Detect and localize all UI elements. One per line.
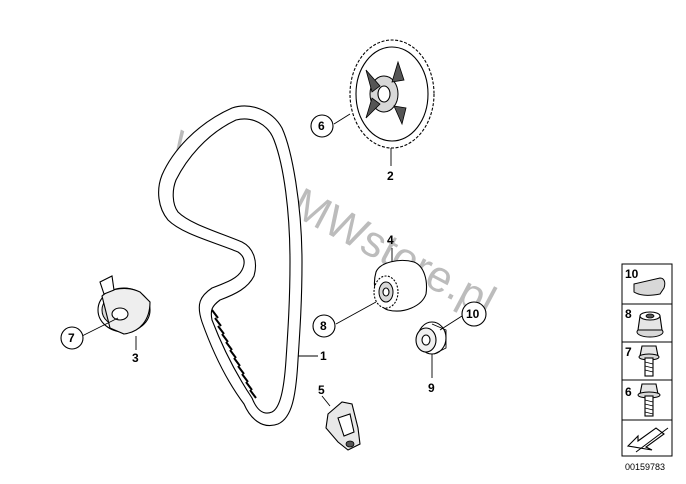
camshaft-sprocket[interactable] (349, 39, 435, 149)
callout-circle-10 (461, 301, 487, 327)
callout-circle-8 (312, 314, 336, 338)
callout-camshaft-sprocket: 2 (387, 169, 394, 183)
legend-number-7: 7 (625, 345, 632, 359)
washer-part[interactable] (415, 321, 447, 355)
callout-labels: 1 2 3 4 5 9 6 7 8 10 (60, 114, 487, 397)
legend-number-6: 6 (625, 385, 632, 399)
key-icon (633, 277, 666, 296)
bracket-part[interactable] (325, 401, 361, 451)
callout-circle-idler: 8 (320, 319, 327, 333)
bolt-icon (637, 383, 661, 417)
callout-circle-tensioner: 7 (68, 331, 75, 345)
leader-lines (81, 113, 463, 407)
legend-number-8: 8 (625, 307, 632, 321)
callout-tensioner: 3 (132, 351, 139, 365)
flange-nut-icon (636, 311, 664, 338)
callout-idler: 4 (387, 233, 394, 247)
bolt-icon (638, 345, 660, 377)
callout-bracket: 5 (318, 383, 325, 397)
fastener-legend: 10 8 7 6 00159783 (621, 263, 673, 472)
timing-belt[interactable] (158, 105, 303, 426)
legend-number-10: 10 (625, 267, 639, 281)
callout-circle-sprocket: 6 (318, 119, 325, 133)
callout-belt: 1 (320, 349, 327, 363)
arrow-icon (626, 427, 665, 451)
callout-washer: 9 (428, 381, 435, 395)
callout-circle-6 (310, 114, 334, 138)
reference-number: 00159783 (625, 462, 665, 472)
idler-pulley[interactable] (373, 259, 428, 312)
callout-circle-7 (60, 326, 84, 350)
tensioner-pulley[interactable] (97, 275, 151, 335)
callout-circle-washer: 10 (466, 307, 480, 321)
